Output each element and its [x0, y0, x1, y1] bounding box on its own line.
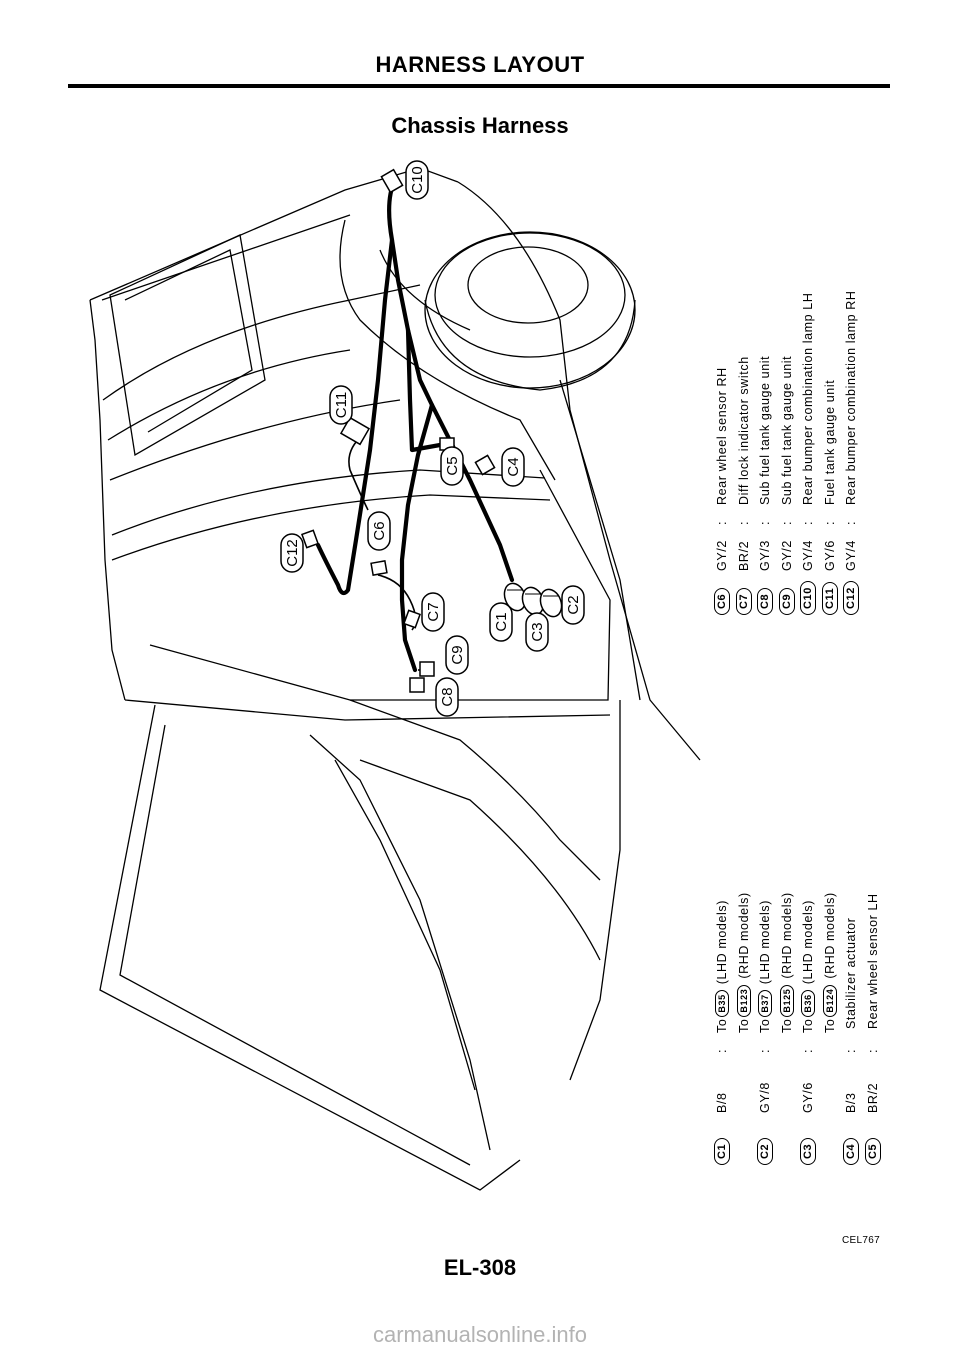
- callout-c4: C4: [501, 447, 525, 487]
- callout-c12: C12: [280, 533, 304, 573]
- callout-c8: C8: [435, 677, 459, 717]
- connector-c11-body: [339, 416, 371, 446]
- callout-c11: C11: [329, 385, 353, 425]
- header-rule: [68, 84, 890, 88]
- callout-c9-label: C9: [449, 645, 466, 664]
- callout-c1-label: C1: [493, 612, 510, 631]
- connector-c9-body: [419, 661, 435, 677]
- callout-c7: C7: [421, 592, 445, 632]
- callout-c5: C5: [440, 446, 464, 486]
- connector-c7-body: [403, 609, 421, 629]
- figure-code: CEL767: [842, 1235, 880, 1246]
- callout-c6: C6: [367, 511, 391, 551]
- callout-c5-border: [440, 446, 464, 486]
- callout-c3-border: [525, 612, 549, 652]
- callout-c12-border: [280, 533, 304, 573]
- connector-bodies: [301, 168, 563, 693]
- callout-c9-border: [445, 635, 469, 675]
- watermark: carmanualsonline.info: [372, 1322, 588, 1347]
- connector-c6-body: [370, 560, 388, 576]
- callout-c8-label: C8: [439, 687, 456, 706]
- callout-c7-border: [421, 592, 445, 632]
- callout-c10-label: C10: [409, 166, 426, 194]
- callout-c3: C3: [525, 612, 549, 652]
- page-header-title: HARNESS LAYOUT: [375, 52, 585, 77]
- callout-c6-label: C6: [371, 521, 388, 540]
- connector-c4-body: [474, 454, 496, 476]
- connector-c8-body: [409, 677, 425, 693]
- callout-c9: C9: [445, 635, 469, 675]
- callout-c10-border: [405, 160, 429, 200]
- callout-c6-border: [367, 511, 391, 551]
- connector-c12-body: [301, 529, 319, 549]
- callout-c5-label: C5: [444, 456, 461, 475]
- callout-c11-label: C11: [333, 392, 350, 418]
- page-number: EL-308: [443, 1255, 517, 1280]
- vehicle-outline: [89, 167, 701, 1191]
- callout-c12-label: C12: [284, 539, 301, 567]
- callout-c8-border: [435, 677, 459, 717]
- connector-c10-body: [380, 168, 404, 194]
- callout-c4-label: C4: [505, 457, 522, 476]
- callout-c11-border: [329, 385, 353, 425]
- callout-c10: C10: [405, 160, 429, 200]
- callout-c1-border: [489, 602, 513, 642]
- callout-c2-border: [561, 585, 585, 625]
- callout-c2-label: C2: [565, 595, 582, 614]
- diagram-title: Chassis Harness: [391, 113, 569, 138]
- callout-c2: C2: [561, 585, 585, 625]
- callout-c4-border: [501, 447, 525, 487]
- callout-c1: C1: [489, 602, 513, 642]
- callout-c7-label: C7: [425, 602, 442, 621]
- connector-c1-c2-c3-cluster: [503, 582, 563, 618]
- callout-c3-label: C3: [529, 622, 546, 641]
